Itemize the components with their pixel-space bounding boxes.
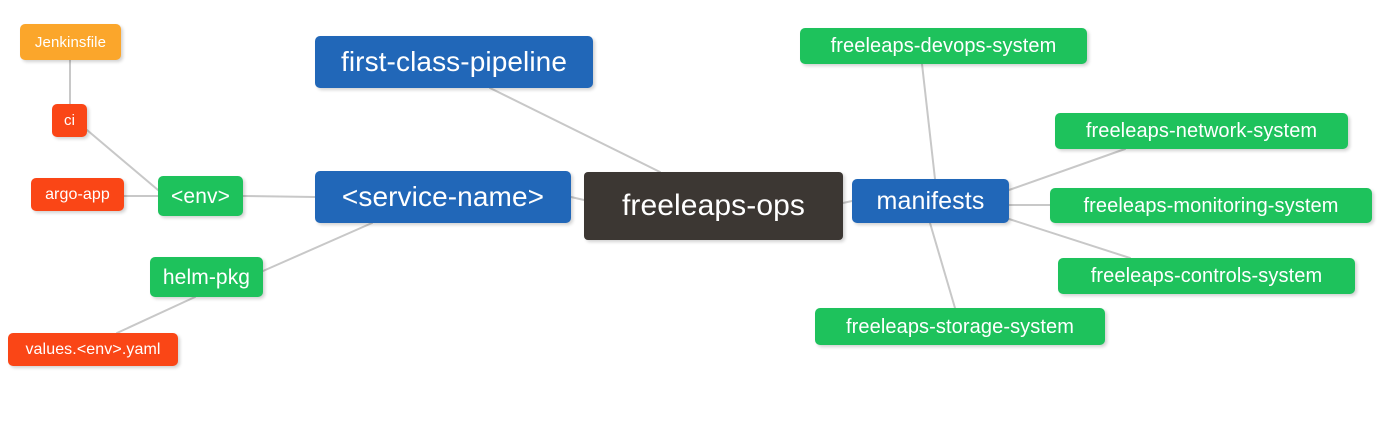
node-jenkinsfile[interactable]: Jenkinsfile xyxy=(20,24,121,60)
node-network-system[interactable]: freeleaps-network-system xyxy=(1055,113,1348,149)
node-freeleaps-ops[interactable]: freeleaps-ops xyxy=(584,172,843,240)
edge-manifests-to-devops-system xyxy=(921,63,936,180)
node-ci[interactable]: ci xyxy=(52,104,87,137)
node-values-yaml[interactable]: values.<env>.yaml xyxy=(8,333,178,366)
node-devops-system[interactable]: freeleaps-devops-system xyxy=(800,28,1087,64)
node-argo-app[interactable]: argo-app xyxy=(31,178,124,211)
node-monitoring-system[interactable]: freeleaps-monitoring-system xyxy=(1050,188,1372,223)
edge-manifests-to-network-system xyxy=(1008,148,1126,191)
node-manifests[interactable]: manifests xyxy=(852,179,1009,223)
edge-manifests-to-storage-system xyxy=(929,222,956,309)
edge-service-name-to-freeleaps-ops xyxy=(570,196,585,201)
edge-first-class-pipeline-to-freeleaps-ops xyxy=(489,87,661,173)
edge-manifests-to-controls-system xyxy=(1008,218,1131,259)
node-service-name[interactable]: <service-name> xyxy=(315,171,571,223)
edge-freeleaps-ops-to-manifests xyxy=(842,200,853,204)
node-first-class-pipeline[interactable]: first-class-pipeline xyxy=(315,36,593,88)
edge-helm-pkg-to-values-yaml xyxy=(116,296,196,334)
node-env[interactable]: <env> xyxy=(158,176,243,216)
edge-env-to-service-name xyxy=(242,195,316,198)
node-controls-system[interactable]: freeleaps-controls-system xyxy=(1058,258,1355,294)
edge-service-name-to-helm-pkg xyxy=(262,222,373,272)
node-helm-pkg[interactable]: helm-pkg xyxy=(150,257,263,297)
node-storage-system[interactable]: freeleaps-storage-system xyxy=(815,308,1105,345)
